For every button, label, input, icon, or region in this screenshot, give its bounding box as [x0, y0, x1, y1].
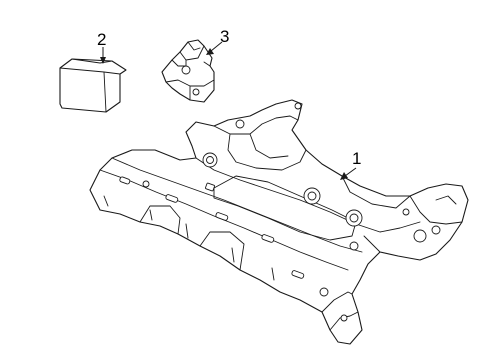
callout-3: 3	[206, 27, 229, 55]
callout-1: 1	[340, 149, 361, 180]
callout-1-label: 1	[352, 149, 361, 168]
callout-2: 2	[97, 30, 106, 64]
callout-3-leader	[210, 41, 223, 52]
callout-2-label: 2	[97, 30, 106, 49]
callout-3-arrowhead	[206, 48, 214, 55]
part-3-bracket[interactable]	[161, 39, 215, 103]
callout-3-label: 3	[220, 27, 229, 46]
callout-1-arrowhead	[340, 172, 348, 180]
callout-2-arrowhead	[100, 57, 106, 64]
part-1-subframe[interactable]	[89, 99, 469, 345]
callout-1-leader	[344, 167, 357, 177]
part-2-cover[interactable]	[59, 58, 127, 113]
